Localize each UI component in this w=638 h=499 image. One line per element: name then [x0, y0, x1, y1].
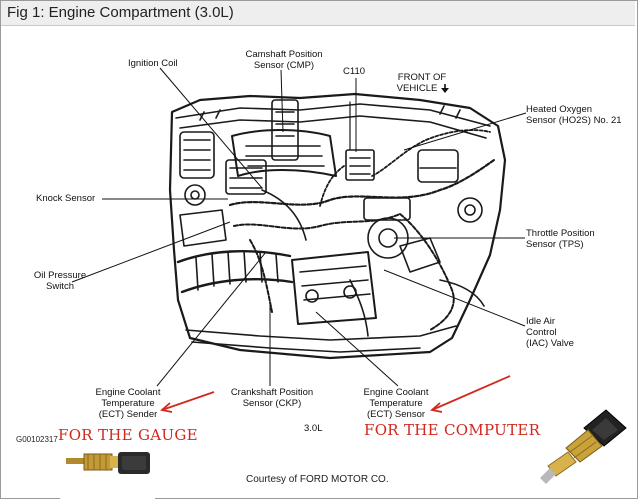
annotation-for-computer: FOR THE COMPUTER	[364, 421, 541, 439]
figure-code: G00102317	[16, 435, 58, 444]
label-tps-line2: Sensor (TPS)	[526, 239, 584, 250]
computer-arrowhead	[430, 402, 443, 413]
leader-lines	[71, 67, 527, 387]
annotation-arrows	[160, 375, 511, 413]
engine-drawing	[168, 92, 507, 360]
sender-photo	[60, 445, 155, 499]
label-ignition-coil: Ignition Coil	[128, 58, 178, 69]
label-ect-sensor: Engine Coolant Temperature (ECT) Sensor	[356, 387, 436, 420]
label-cmp-line1: Camshaft Position	[245, 49, 323, 60]
label-ect-computer-line1: Engine Coolant	[363, 387, 429, 398]
computer-arrow	[431, 375, 511, 411]
courtesy-credit: Courtesy of FORD MOTOR CO.	[246, 474, 389, 485]
label-oil-line2: Switch	[46, 281, 74, 292]
label-oil-pressure-switch: Oil Pressure Switch	[30, 270, 90, 292]
label-ho2s-line1: Heated Oxygen	[526, 104, 593, 115]
gauge-arrowhead	[160, 402, 173, 413]
sensor-photo	[532, 404, 636, 496]
label-ect-gauge-line3: (ECT) Sender	[98, 409, 158, 420]
label-ckp-line1: Crankshaft Position	[230, 387, 314, 398]
figure-title-bar: Fig 1: Engine Compartment (3.0L)	[1, 1, 635, 26]
label-ect-sender: Engine Coolant Temperature (ECT) Sender	[88, 387, 168, 420]
label-front-line1: FRONT OF	[397, 72, 447, 83]
label-c110: C110	[343, 66, 366, 77]
label-iac-line2: Control	[526, 327, 557, 338]
label-iac-line1: Idle Air	[526, 316, 556, 327]
label-cmp-line2: Sensor (CMP)	[253, 60, 315, 71]
label-ect-gauge-line2: Temperature	[101, 398, 155, 409]
figure-title: Fig 1: Engine Compartment (3.0L)	[7, 4, 234, 21]
label-camshaft-position-sensor: Camshaft Position Sensor (CMP)	[238, 49, 330, 71]
label-tps-line1: Throttle Position	[526, 228, 595, 239]
label-front-line2: VEHICLE	[396, 83, 438, 94]
label-ect-computer-line2: Temperature	[369, 398, 423, 409]
label-ckp-line2: Sensor (CKP)	[242, 398, 302, 409]
annotation-for-gauge: FOR THE GAUGE	[58, 426, 198, 444]
label-throttle-position-sensor: Throttle Position Sensor (TPS)	[526, 228, 595, 250]
label-heated-oxygen-sensor: Heated Oxygen Sensor (HO2S) No. 21	[526, 104, 622, 126]
label-knock-sensor: Knock Sensor	[36, 193, 96, 204]
label-idle-air-control-valve: Idle Air Control (IAC) Valve	[526, 316, 574, 349]
label-ect-computer-line3: (ECT) Sensor	[366, 409, 426, 420]
label-iac-line3: (IAC) Valve	[526, 338, 574, 349]
label-front-of-vehicle: FRONT OF VEHICLE	[392, 72, 452, 94]
gauge-arrow	[161, 391, 215, 411]
label-crankshaft-position-sensor: Crankshaft Position Sensor (CKP)	[224, 387, 320, 409]
engine-size-label: 3.0L	[304, 423, 323, 434]
label-oil-line1: Oil Pressure	[33, 270, 87, 281]
label-ect-gauge-line1: Engine Coolant	[95, 387, 161, 398]
down-arrow-icon	[441, 84, 449, 93]
label-ho2s-line2: Sensor (HO2S) No. 21	[526, 115, 622, 126]
